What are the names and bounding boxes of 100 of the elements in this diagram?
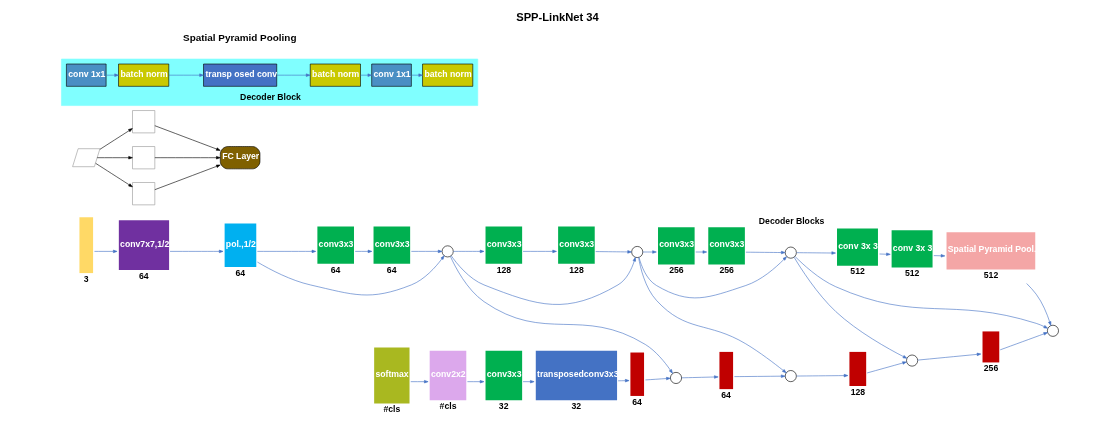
node-box: conv3x3 (707, 227, 745, 265)
node-box: softmax (373, 347, 409, 404)
node-label: 64 (720, 389, 731, 400)
arrow (866, 361, 907, 374)
node-box: conv7x7,1/2 (118, 220, 169, 270)
node-box: FC Layer (219, 146, 260, 170)
node-box: conv3x3 (485, 226, 522, 264)
node-circle (905, 354, 918, 367)
node-box: batch norm (309, 63, 361, 87)
node-box: conv3x3 (316, 226, 354, 264)
arrow (449, 256, 673, 374)
arrow (466, 380, 484, 384)
node-label: 512 (983, 270, 998, 281)
arrow (644, 376, 670, 381)
node-label: 64 (234, 267, 245, 278)
arrow (637, 257, 786, 374)
arrow (256, 249, 316, 253)
arrow (594, 250, 632, 254)
node-box: conv3x3 (373, 226, 410, 264)
node-label: 64 (631, 396, 642, 407)
node-box: batch norm (117, 63, 169, 87)
arrow (410, 73, 423, 77)
node-box: conv 3x 3 (836, 228, 878, 266)
node-label: 256 (718, 265, 734, 276)
node-label: 512 (904, 268, 919, 279)
node-circle (1046, 324, 1059, 337)
node-box (131, 110, 155, 134)
node-box (131, 146, 155, 170)
node-box (131, 182, 155, 206)
node-bar (629, 352, 644, 396)
node-circle (669, 372, 682, 384)
node-label: 128 (850, 386, 865, 397)
node-circle (630, 246, 643, 258)
arrow (154, 125, 220, 151)
node-box: transp osed conv (202, 63, 277, 87)
node-box: conv3x3 (485, 350, 522, 401)
arrow (522, 380, 534, 384)
diagram-title: SPP-LinkNet 34 (515, 11, 599, 24)
arrow (93, 249, 117, 253)
arrow (999, 332, 1048, 351)
arrow (96, 156, 133, 160)
arrow (354, 249, 372, 253)
node-box: conv3x3 (657, 227, 695, 265)
arrow (694, 250, 707, 254)
node-label: 512 (849, 266, 865, 277)
arrow (522, 249, 557, 253)
node-label: 256 (983, 363, 998, 374)
node-label: 128 (496, 264, 511, 275)
node-label: 32 (570, 401, 581, 412)
node-circle (784, 370, 797, 382)
arrow (99, 128, 133, 150)
arrow (745, 250, 785, 255)
node-parallelogram (71, 148, 100, 167)
node-label: 32 (498, 401, 509, 412)
node-box: batch norm (421, 63, 473, 87)
node-label: 64 (386, 264, 397, 275)
node-box: pol.,1/2 (224, 223, 256, 267)
arrow (642, 250, 657, 254)
arrow (154, 164, 220, 190)
arrow (105, 73, 119, 77)
arrow (878, 252, 891, 256)
node-label: 256 (668, 265, 684, 276)
arrow (680, 375, 718, 379)
arrow (168, 73, 204, 77)
node-label: 3 (83, 273, 89, 284)
node-bar (848, 351, 866, 386)
node-bar (982, 331, 999, 363)
label: Spatial Pyramid Pooling (182, 31, 296, 43)
arrow (409, 380, 428, 384)
node-label: #cls (439, 401, 456, 412)
arrow (94, 163, 133, 188)
node-box: conv2x2 (429, 350, 466, 401)
arrow (933, 254, 945, 258)
node-label: 64 (330, 264, 340, 275)
arrow (795, 251, 836, 255)
node-label: 64 (138, 270, 149, 281)
arrow (793, 257, 907, 359)
arrow (617, 379, 629, 383)
arrow (154, 156, 220, 160)
arrow (916, 352, 981, 361)
label: Decoder Blocks (758, 215, 824, 226)
arrow (795, 374, 848, 378)
node-box: conv 1x1 (370, 63, 412, 87)
arrow (359, 73, 372, 77)
node-bar (718, 351, 733, 390)
arrow (450, 255, 636, 305)
arrow (169, 249, 223, 253)
arrow (638, 256, 787, 299)
node-box: conv 3x 3 (891, 230, 933, 268)
arrow (256, 255, 444, 296)
arrow (410, 249, 442, 253)
node-bar (78, 217, 93, 274)
arrow (794, 256, 1048, 329)
arrow (733, 374, 785, 378)
node-box: conv3x3 (557, 226, 595, 264)
node-box: conv 1x1 (65, 63, 106, 87)
arrow (276, 73, 310, 77)
node-label: #cls (382, 404, 400, 415)
node-label: 128 (568, 264, 584, 275)
arrow (1025, 283, 1051, 326)
